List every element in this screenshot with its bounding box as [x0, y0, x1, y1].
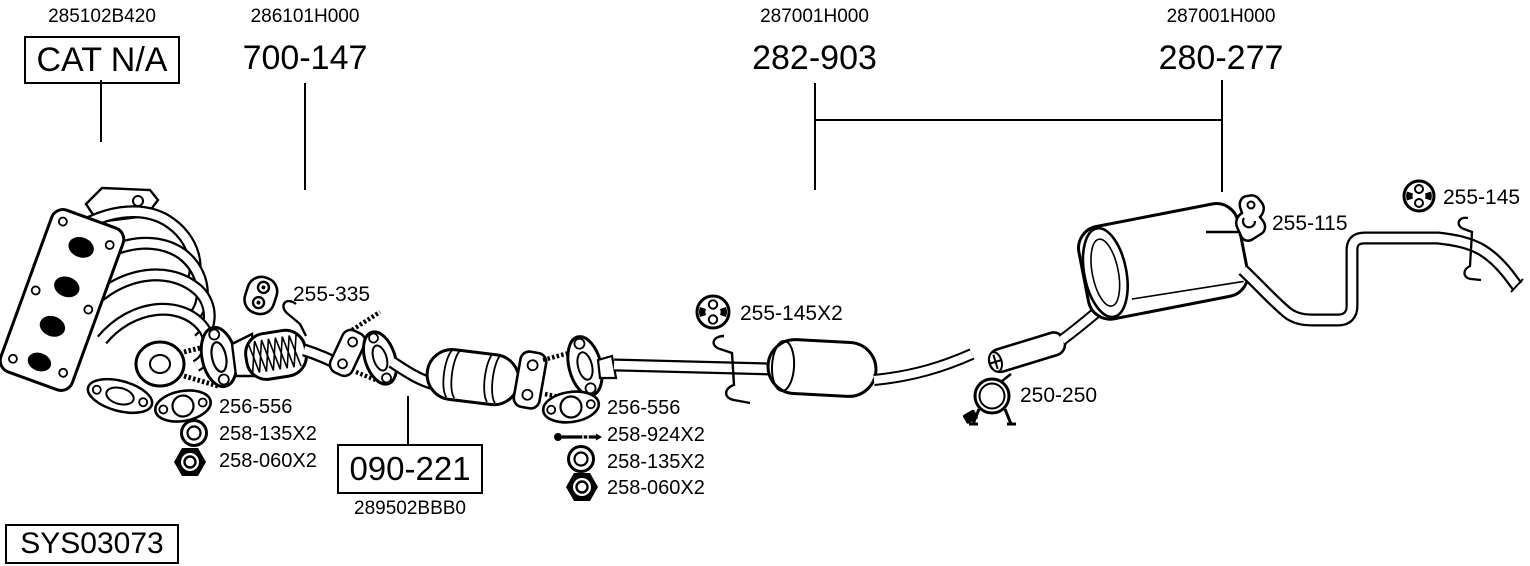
- assembly-part-2: 700-147: [242, 39, 368, 77]
- front-nut-label: 258-060X2: [219, 450, 317, 472]
- nut-icon: [566, 473, 598, 501]
- center-gasket-label: 256-556: [607, 397, 681, 419]
- leader-lines: [100, 80, 1223, 444]
- ring-gasket-icon: [567, 445, 595, 473]
- callout-flex-hanger-clamp: 255-335: [293, 283, 371, 306]
- callout-tail-mount: 255-145: [1443, 186, 1521, 209]
- assembly-part-4: 280-277: [1158, 39, 1284, 77]
- assembly-ref-2: 286101H000: [250, 6, 360, 27]
- front-ring-label: 258-135X2: [219, 423, 317, 445]
- assembly-part-1: CAT N/A: [24, 36, 180, 84]
- assembly-part-3: 282-903: [752, 39, 877, 77]
- rubber-mount-icon: [1402, 179, 1436, 213]
- catalytic-converter-drawing: [361, 330, 584, 410]
- system-code: SYS03073: [5, 524, 179, 564]
- center-bolt-label: 258-924X2: [607, 424, 705, 446]
- hanger-clamp-icon: [243, 275, 279, 316]
- callout-rear-hanger-bracket: 255-115: [1272, 212, 1348, 235]
- flex-pipe-drawing: [199, 299, 387, 389]
- callout-center-mount: 255-145X2: [740, 302, 843, 325]
- assembly-ref-1: 285102B420: [48, 6, 156, 27]
- center-ring-label: 258-135X2: [607, 451, 705, 473]
- rubber-mount-icon: [695, 294, 731, 330]
- rear-muffler-tailpipe-drawing: [987, 202, 1524, 374]
- pipe-clamp-icon: [963, 373, 1016, 426]
- boxed-part-ref: 289502BBB0: [354, 498, 466, 519]
- gasket-icon: [154, 389, 212, 423]
- assembly-ref-3: 287001H000: [760, 6, 869, 27]
- callout-clamp: 250-250: [1020, 384, 1098, 407]
- assembly-ref-4: 287001H000: [1166, 6, 1276, 27]
- hanger-bracket-icon: [1234, 194, 1267, 242]
- manifold-catalyst-drawing: [0, 186, 219, 415]
- bolt-icon: [554, 433, 602, 441]
- gasket-icon: [541, 390, 601, 424]
- ring-gasket-icon: [180, 419, 208, 447]
- nut-icon: [174, 448, 206, 476]
- center-nut-label: 258-060X2: [607, 477, 705, 499]
- boxed-part-number: 090-221: [337, 444, 483, 494]
- front-gasket-label: 256-556: [219, 396, 293, 418]
- center-pipe-resonator-drawing: [566, 334, 975, 405]
